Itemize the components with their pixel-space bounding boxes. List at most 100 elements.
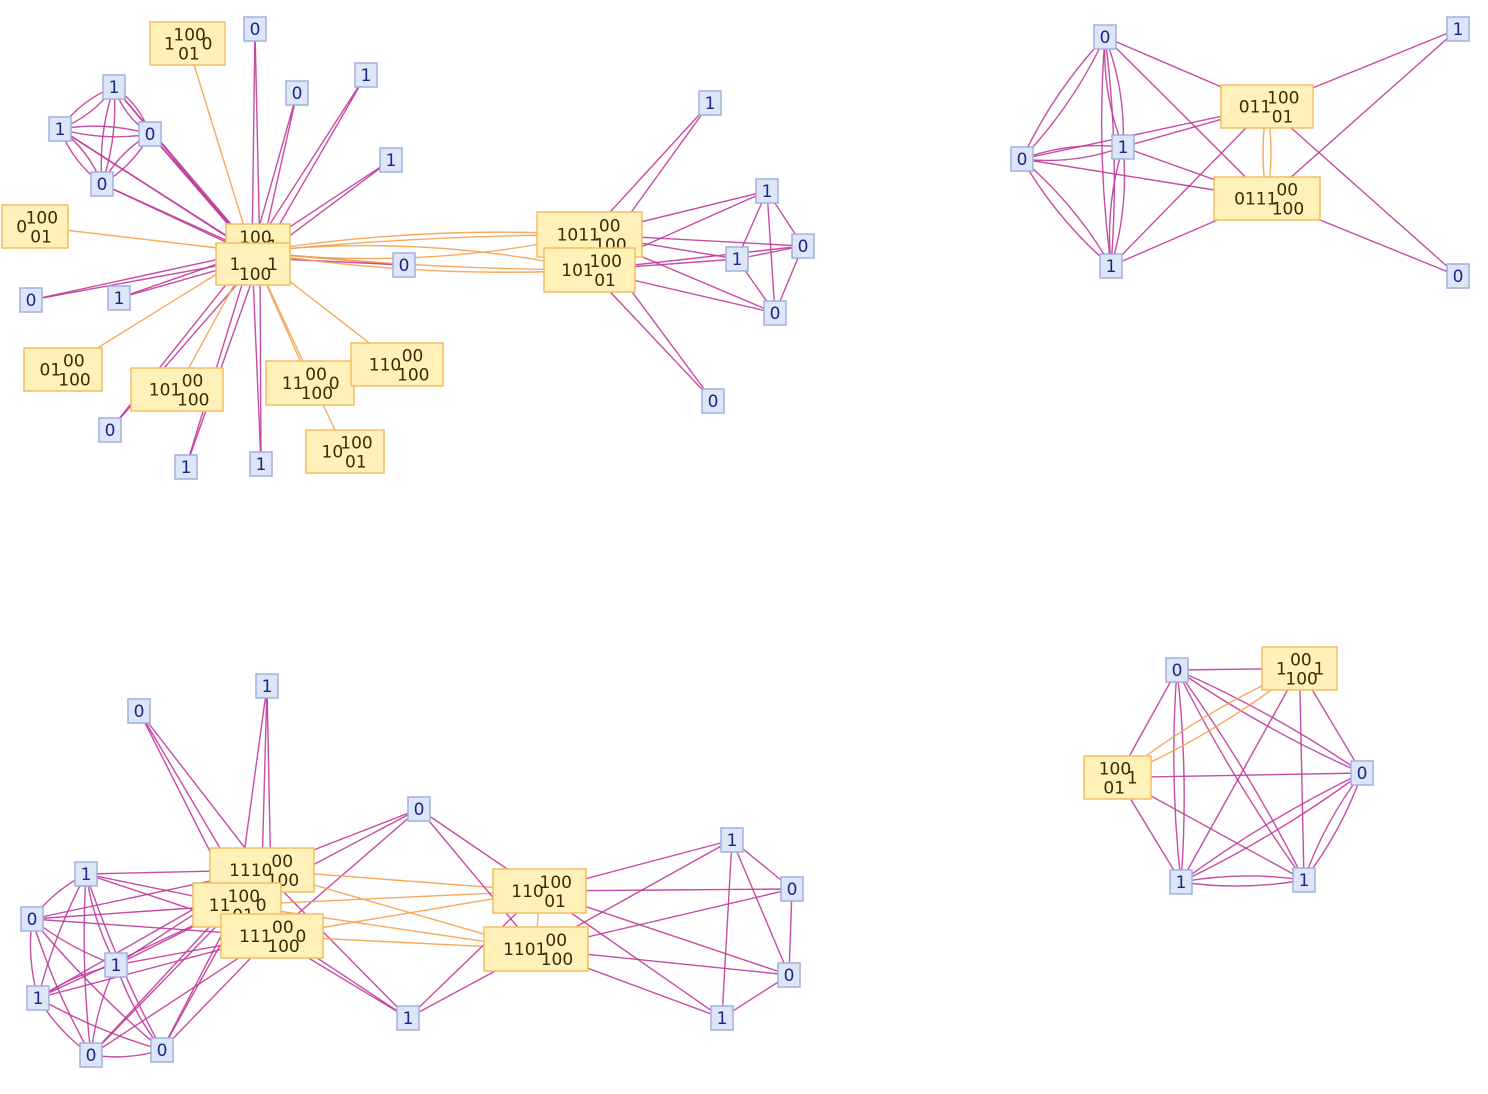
leaf-label: 1 xyxy=(361,66,372,86)
leaf-label: 0 xyxy=(250,20,261,40)
leaf-box xyxy=(791,233,815,259)
leaf-box xyxy=(1093,24,1117,50)
leaf-label: 1 xyxy=(1176,873,1187,893)
edge xyxy=(31,918,163,1051)
edge xyxy=(721,839,733,1019)
leaf-box xyxy=(407,796,431,822)
edge xyxy=(1110,146,1126,267)
leaf-label: 0 xyxy=(770,304,781,324)
leaf-box xyxy=(98,417,122,443)
leaf-node: 0 xyxy=(407,796,431,822)
edge xyxy=(1104,36,1268,199)
edge xyxy=(1180,772,1363,883)
leaf-box xyxy=(285,80,309,106)
hub-node-h4: 11001 xyxy=(215,242,291,286)
edge xyxy=(1298,668,1305,881)
hub-box xyxy=(1,204,69,249)
leaf-box xyxy=(90,171,114,197)
leaf-node: 1 xyxy=(249,451,273,477)
leaf-box xyxy=(777,962,801,988)
leaf-box xyxy=(780,876,804,902)
hub-box xyxy=(265,360,355,406)
leaf-node: 0 xyxy=(1350,760,1374,786)
leaf-box xyxy=(127,698,151,724)
leaf-node: 0 xyxy=(79,1042,103,1068)
leaf-node: 0 xyxy=(98,417,122,443)
edge xyxy=(1021,158,1112,267)
leaf-node: 0 xyxy=(19,287,43,313)
leaf-box xyxy=(102,74,126,100)
leaf-box xyxy=(150,1037,174,1063)
leaf-label: 1 xyxy=(111,956,122,976)
leaf-node: 1 xyxy=(396,1005,420,1031)
leaf-node: 1 xyxy=(755,178,779,204)
leaf-label: 0 xyxy=(134,702,145,722)
leaf-label: 0 xyxy=(27,910,38,930)
leaf-node: 0 xyxy=(20,906,44,932)
leaf-box xyxy=(1446,16,1470,42)
leaf-node: 0 xyxy=(138,121,162,147)
hub-box xyxy=(215,242,291,286)
edge xyxy=(30,251,253,301)
edge xyxy=(138,710,263,871)
edge xyxy=(1303,772,1363,881)
leaf-box xyxy=(20,906,44,932)
leaf-label: 1 xyxy=(55,120,66,140)
leaf-label: 1 xyxy=(403,1009,414,1029)
edge xyxy=(31,918,117,966)
leaf-node: 1 xyxy=(1292,867,1316,893)
edge xyxy=(251,251,262,465)
leaf-node: 0 xyxy=(1093,24,1117,50)
edge xyxy=(259,257,262,465)
leaf-node: 0 xyxy=(243,16,267,42)
hub-box xyxy=(220,913,324,959)
leaf-box xyxy=(48,116,72,142)
hub-box xyxy=(23,347,103,392)
leaf-node: 0 xyxy=(763,300,787,326)
leaf-node: 1 xyxy=(48,116,72,142)
leaf-node: 0 xyxy=(791,233,815,259)
leaf-node: 1 xyxy=(74,861,98,887)
leaf-node: 1 xyxy=(104,952,128,978)
edge xyxy=(1021,158,1112,267)
leaf-label: 0 xyxy=(1100,28,1111,48)
leaf-label: 0 xyxy=(708,392,719,412)
leaf-label: 0 xyxy=(1172,661,1183,681)
leaf-label: 1 xyxy=(256,455,267,475)
hub-box xyxy=(130,367,224,412)
leaf-label: 0 xyxy=(414,800,425,820)
edge xyxy=(1173,669,1182,883)
edge xyxy=(1176,669,1305,881)
leaf-node: 0 xyxy=(392,252,416,278)
edge xyxy=(261,685,268,871)
leaf-box xyxy=(701,388,725,414)
leaf-label: 1 xyxy=(717,1009,728,1029)
leaf-box xyxy=(710,1005,734,1031)
leaf-node: 1 xyxy=(1446,16,1470,42)
leaf-label: 0 xyxy=(86,1046,97,1066)
leaf-node: 0 xyxy=(150,1037,174,1063)
leaf-node: 1 xyxy=(1111,134,1135,160)
edge xyxy=(37,873,87,999)
edge xyxy=(1180,875,1305,883)
leaf-node: 1 xyxy=(379,147,403,173)
leaf-box xyxy=(1169,869,1193,895)
node-layer: 1100010010001100011110010100100101001001… xyxy=(1,16,1470,1068)
hub-label: 11001 xyxy=(230,255,278,285)
leaf-node: 1 xyxy=(725,246,749,272)
leaf-label: 1 xyxy=(727,831,738,851)
edge xyxy=(261,869,409,1019)
edge xyxy=(1303,772,1363,881)
leaf-node: 0 xyxy=(285,80,309,106)
hub-box xyxy=(1213,176,1321,221)
